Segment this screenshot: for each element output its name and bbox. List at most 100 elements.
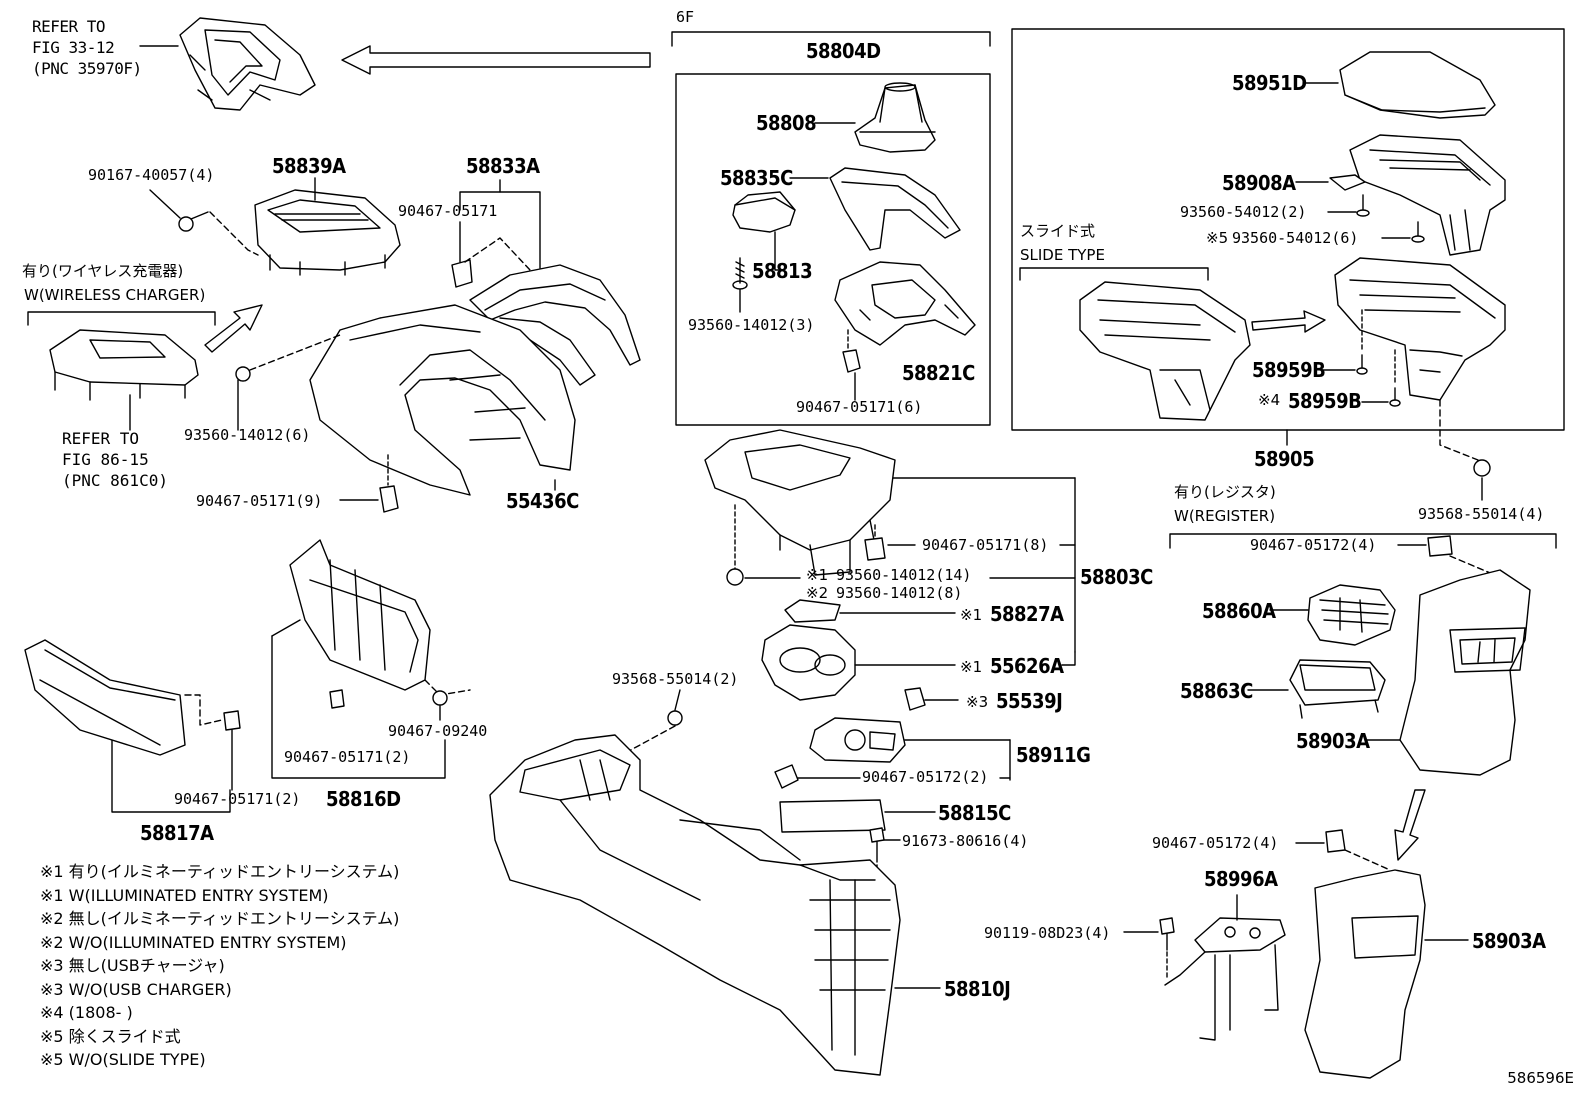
leader-line — [1439, 399, 1479, 461]
leader-line — [464, 237, 531, 271]
part-90467-05171-2-a: 90467-05171(2) — [284, 748, 411, 766]
part-90167-40057-4: 90167-40057(4) — [88, 166, 215, 184]
side-panel-58816D — [289, 539, 431, 691]
leader-line — [271, 619, 301, 637]
legend-item: ※5 W/O(SLIDE TYPE) — [40, 1050, 206, 1069]
refer-fig-86-line2: FIG 86-15 — [62, 450, 149, 469]
bracket-wireless — [27, 311, 216, 326]
part-58863C: 58863C — [1180, 679, 1253, 703]
shift-bezel-reference — [179, 17, 316, 111]
register-jp: 有り(レジスタ) — [1174, 483, 1276, 501]
legend-item: ※2 W/O(ILLUMINATED ENTRY SYSTEM) — [40, 932, 347, 952]
legend-item: ※4 (1808- ) — [40, 1003, 133, 1022]
part-55539J: 55539J — [996, 689, 1063, 713]
part-90467-05171-9: 90467-05171(9) — [196, 492, 323, 510]
mark-1a: ※1 — [806, 566, 829, 584]
clip-icon — [774, 764, 799, 789]
usb-cover-55539J — [904, 687, 926, 711]
direction-arrow — [1251, 310, 1326, 333]
part-91673-80616-4: 91673-80616(4) — [902, 832, 1029, 850]
part-93560-14012-14: 93560-14012(14) — [836, 566, 972, 584]
register-en: W(REGISTER) — [1174, 507, 1276, 525]
leader-line — [209, 211, 259, 256]
legend-item: ※3 W/O(USB CHARGER) — [40, 979, 232, 999]
part-90467-09240: 90467-09240 — [388, 722, 488, 740]
clip-icon — [329, 689, 345, 709]
clip-icon — [1325, 829, 1346, 853]
part-58827A: 58827A — [990, 602, 1064, 626]
slide-type-en: SLIDE TYPE — [1020, 246, 1105, 264]
wireless-charger-assembly — [49, 329, 199, 401]
vent-58860A — [1307, 584, 1396, 646]
part-90119-08D23-4: 90119-08D23(4) — [984, 924, 1111, 942]
part-90467-05171-6: 90467-05171(6) — [796, 398, 923, 416]
part-58803C: 58803C — [1080, 565, 1153, 589]
figure-id: 586596E — [1507, 1069, 1574, 1087]
bezel-58821C — [834, 261, 976, 346]
part-58810J: 58810J — [944, 977, 1011, 1001]
part-90467-05171: 90467-05171 — [398, 202, 498, 220]
direction-arrow — [1394, 789, 1426, 861]
clip-icon — [223, 710, 241, 731]
refer-fig-86-line1: REFER TO — [62, 429, 140, 448]
screw-icon — [1473, 459, 1491, 477]
leader-line — [149, 189, 181, 219]
legend: ※1 有り(イルミネーティッドエントリーシステム) ※1 W(ILLUMINAT… — [40, 860, 399, 1072]
wireless-charger-en: W(WIRELESS CHARGER) — [24, 286, 206, 304]
screw-icon — [667, 710, 683, 726]
mat-58827A — [784, 599, 841, 623]
part-93560-14012-3: 93560-14012(3) — [688, 316, 815, 334]
rear-panel-58903A-lower — [1304, 869, 1426, 1079]
cup-holder-55626A — [761, 624, 856, 701]
clip-icon — [1427, 535, 1453, 557]
refer-fig-33-line3: (PNC 35970F) — [32, 59, 142, 78]
leader-line — [1449, 555, 1496, 576]
bracket-6f — [671, 31, 991, 47]
part-55626A: 55626A — [990, 654, 1064, 678]
part-90467-05171-2-b: 90467-05171(2) — [174, 790, 301, 808]
part-58959B-a: 58959B — [1252, 358, 1326, 382]
part-93568-55014-4: 93568-55014(4) — [1418, 505, 1545, 523]
trim-ring-58835C — [829, 167, 961, 251]
screw-icon — [178, 211, 209, 232]
direction-arrow — [204, 304, 263, 353]
trim-panel-58833A — [469, 264, 641, 386]
refer-fig-86-line3: (PNC 861C0) — [62, 471, 168, 490]
charger-tray-58839A — [254, 189, 401, 276]
clip-icon — [842, 349, 861, 373]
leader-line — [249, 334, 341, 371]
part-90467-05172-4-upper: 90467-05172(4) — [1250, 536, 1377, 554]
part-58833A: 58833A — [466, 154, 540, 178]
base-unit-58905 — [1334, 257, 1506, 401]
screw-icon — [235, 366, 251, 382]
legend-item: ※1 W(ILLUMINATED ENTRY SYSTEM) — [40, 885, 329, 905]
tray-58863C — [1289, 659, 1386, 719]
part-58839A: 58839A — [272, 154, 346, 178]
bracket-slide-type — [1019, 267, 1209, 281]
part-93568-55014-2: 93568-55014(2) — [612, 670, 739, 688]
slide-type-jp: スライド式 — [1020, 222, 1096, 240]
clip-icon — [432, 690, 448, 706]
direction-arrow — [341, 45, 651, 75]
mat-58815C — [779, 799, 886, 833]
mark-1c: ※1 — [960, 658, 983, 676]
part-58996A: 58996A — [1204, 867, 1278, 891]
part-90467-05172-2: 90467-05172(2) — [862, 768, 989, 786]
leader-line — [424, 679, 471, 696]
leader-line — [1344, 849, 1391, 871]
screw-icon — [1356, 194, 1370, 217]
part-90467-05171-8: 90467-05171(8) — [922, 536, 1049, 554]
part-58804D: 58804D — [806, 39, 881, 63]
part-93560-54012-6: 93560-54012(6) — [1232, 229, 1359, 247]
part-58816D: 58816D — [326, 787, 401, 811]
screw-icon — [1389, 387, 1401, 407]
part-58959B-b: 58959B — [1288, 389, 1362, 413]
screw-icon — [732, 257, 748, 290]
clip-icon — [379, 485, 399, 513]
legend-item: ※5 除くスライド式 — [40, 1026, 181, 1046]
part-58817A: 58817A — [140, 821, 214, 845]
lower-console-58810J — [489, 734, 901, 1076]
console-box-58803C — [704, 429, 896, 576]
leader-line — [184, 694, 223, 726]
